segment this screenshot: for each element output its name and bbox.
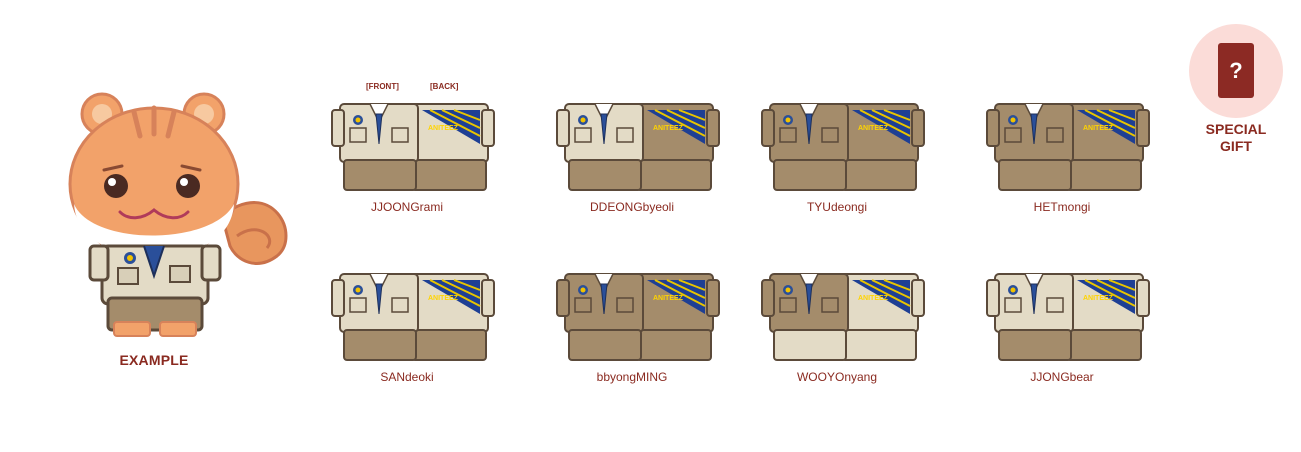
back-label: [BACK]: [430, 82, 459, 91]
front-label: [FRONT]: [366, 82, 399, 91]
special-gift-label-line1: SPECIAL: [1205, 121, 1267, 137]
outfit-name: HETmongi: [1033, 200, 1091, 214]
special-gift-label-line2: GIFT: [1220, 138, 1252, 154]
outfit-image: ANITEEZ: [985, 270, 1155, 366]
outfit-name: TYUdeongi: [806, 200, 868, 214]
svg-text:ANITEEZ: ANITEEZ: [1083, 125, 1114, 132]
outfit-name: WOOYOnyang: [796, 370, 878, 384]
outfit-image: ANITEEZ: [330, 270, 500, 366]
mystery-card-icon: ?: [1218, 43, 1254, 98]
outfit-name: bbyongMING: [596, 370, 668, 384]
outfit-image: ANITEEZ: [555, 270, 725, 366]
outfit-name: SANdeoki: [380, 370, 434, 384]
outfit-name: JJOONGrami: [371, 200, 443, 214]
svg-text:ANITEEZ: ANITEEZ: [858, 125, 889, 132]
special-gift-label: SPECIAL GIFT: [1189, 121, 1283, 155]
outfit-name: JJONGbear: [1030, 370, 1094, 384]
svg-text:ANITEEZ: ANITEEZ: [428, 125, 459, 132]
example-mascot-image: [62, 86, 294, 346]
svg-text:ANITEEZ: ANITEEZ: [653, 295, 684, 302]
outfit-image: ANITEEZ: [760, 270, 930, 366]
svg-text:ANITEEZ: ANITEEZ: [653, 125, 684, 132]
svg-text:ANITEEZ: ANITEEZ: [1083, 295, 1114, 302]
outfit-image: ANITEEZ: [760, 100, 930, 196]
svg-text:ANITEEZ: ANITEEZ: [428, 295, 459, 302]
outfit-image: ANITEEZ: [330, 100, 500, 196]
outfit-image: ANITEEZ: [555, 100, 725, 196]
outfit-image: ANITEEZ: [985, 100, 1155, 196]
svg-text:ANITEEZ: ANITEEZ: [858, 295, 889, 302]
outfit-name: DDEONGbyeoli: [589, 200, 675, 214]
example-label: EXAMPLE: [119, 352, 189, 368]
